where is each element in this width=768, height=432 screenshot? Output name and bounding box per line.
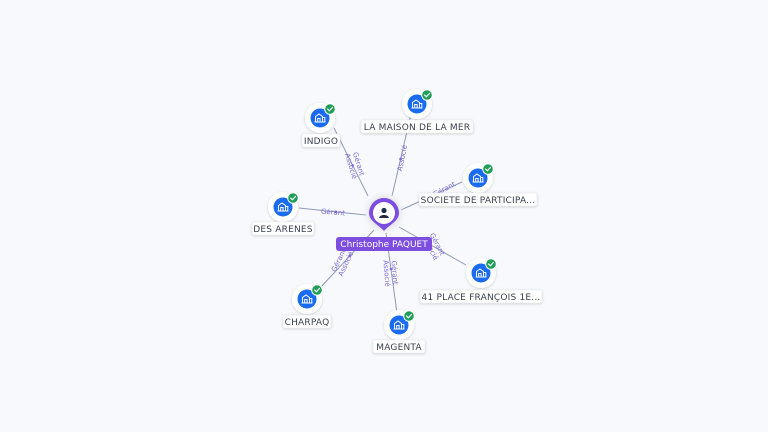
nodes-layer: INDIGO LA MAISON DE LA MER SOCIETE DE PART… — [251, 89, 543, 354]
building-icon — [393, 320, 405, 330]
building-icon — [411, 99, 423, 109]
company-node-societe-de-participa[interactable]: SOCIETE DE PARTICIPA... — [418, 163, 538, 207]
company-label-societe-de-participa[interactable]: SOCIETE DE PARTICIPA... — [418, 192, 538, 207]
building-icon — [472, 173, 484, 183]
company-node-des-arenes[interactable]: DES ARENES — [251, 192, 315, 236]
check-badge-icon — [287, 192, 299, 204]
edge-arrow — [334, 210, 338, 214]
check-badge-icon — [482, 163, 494, 175]
company-name: 41 PLACE FRANÇOIS 1E... — [422, 293, 541, 303]
edge-41-place-francois — [398, 226, 467, 266]
edge-arrow — [389, 267, 393, 271]
company-label-41-place-francois[interactable]: 41 PLACE FRANÇOIS 1E... — [419, 289, 543, 304]
relation-text: Associé — [396, 144, 409, 172]
company-label-charpaq[interactable]: CHARPAQ — [282, 314, 332, 329]
person-icon — [379, 207, 389, 218]
relation-text: Gérant — [321, 207, 346, 217]
relation-label-la-maison-de-la-mer: Associé — [396, 144, 409, 172]
building-icon — [277, 202, 289, 212]
edge-des-arenes — [298, 207, 367, 216]
check-badge-icon — [421, 89, 433, 101]
edge-arrow — [348, 254, 352, 258]
company-node-la-maison-de-la-mer[interactable]: LA MAISON DE LA MER — [360, 89, 474, 134]
edge-arrow — [399, 157, 402, 161]
company-label-des-arenes[interactable]: DES ARENES — [251, 221, 315, 236]
building-icon — [314, 113, 326, 123]
company-node-magenta[interactable]: MAGENTA — [372, 310, 426, 354]
relation-text: Associé — [381, 260, 391, 287]
company-name: LA MAISON DE LA MER — [364, 123, 470, 133]
company-name: INDIGO — [304, 137, 338, 147]
check-badge-icon — [485, 258, 497, 270]
center-node[interactable]: Christophe PAQUET — [336, 191, 432, 251]
company-node-indigo[interactable]: INDIGO — [301, 103, 341, 148]
company-label-la-maison-de-la-mer[interactable]: LA MAISON DE LA MER — [360, 119, 474, 134]
company-label-magenta[interactable]: MAGENTA — [372, 339, 426, 354]
building-icon — [475, 268, 487, 278]
relation-label-des-arenes: Gérant — [321, 207, 346, 217]
company-node-charpaq[interactable]: CHARPAQ — [282, 284, 332, 329]
relation-text: Gérant — [389, 260, 399, 285]
company-name: DES ARENES — [253, 225, 313, 235]
company-name: SOCIETE DE PARTICIPA... — [421, 196, 536, 206]
company-node-41-place-francois[interactable]: 41 PLACE FRANÇOIS 1E... — [419, 258, 543, 304]
company-name: MAGENTA — [376, 343, 422, 353]
check-badge-icon — [311, 284, 323, 296]
center-label-bg — [336, 237, 432, 251]
edge-arrow — [351, 164, 355, 167]
check-badge-icon — [324, 103, 336, 115]
check-badge-icon — [403, 310, 415, 322]
company-name: CHARPAQ — [285, 318, 330, 328]
company-label-indigo[interactable]: INDIGO — [301, 133, 341, 148]
center-label[interactable]: Christophe PAQUET — [336, 237, 432, 251]
center-name: Christophe PAQUET — [340, 240, 428, 250]
building-icon — [301, 294, 313, 304]
